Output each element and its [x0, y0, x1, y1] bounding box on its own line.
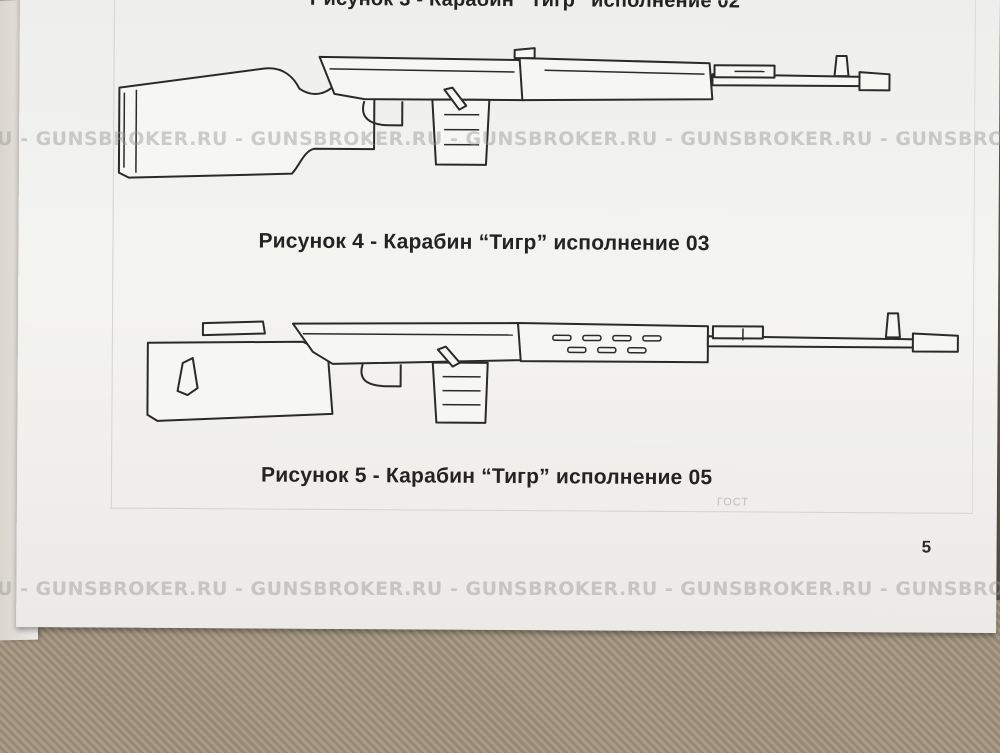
figure-4-caption: Рисунок 4 - Карабин “Тигр” исполнение 03: [258, 229, 710, 256]
manual-page: Рисунок 3 - Карабин “Тигр” исполнение 02: [16, 0, 1000, 633]
faint-stamp: ГОСТ: [716, 496, 750, 509]
page-number: 5: [921, 537, 932, 557]
rifle-illustration-figure-5: [146, 312, 959, 424]
figure-5-caption: Рисунок 5 - Карабин “Тигр” исполнение 05: [260, 463, 713, 490]
rifle-illustration-figure-4: [117, 47, 891, 179]
